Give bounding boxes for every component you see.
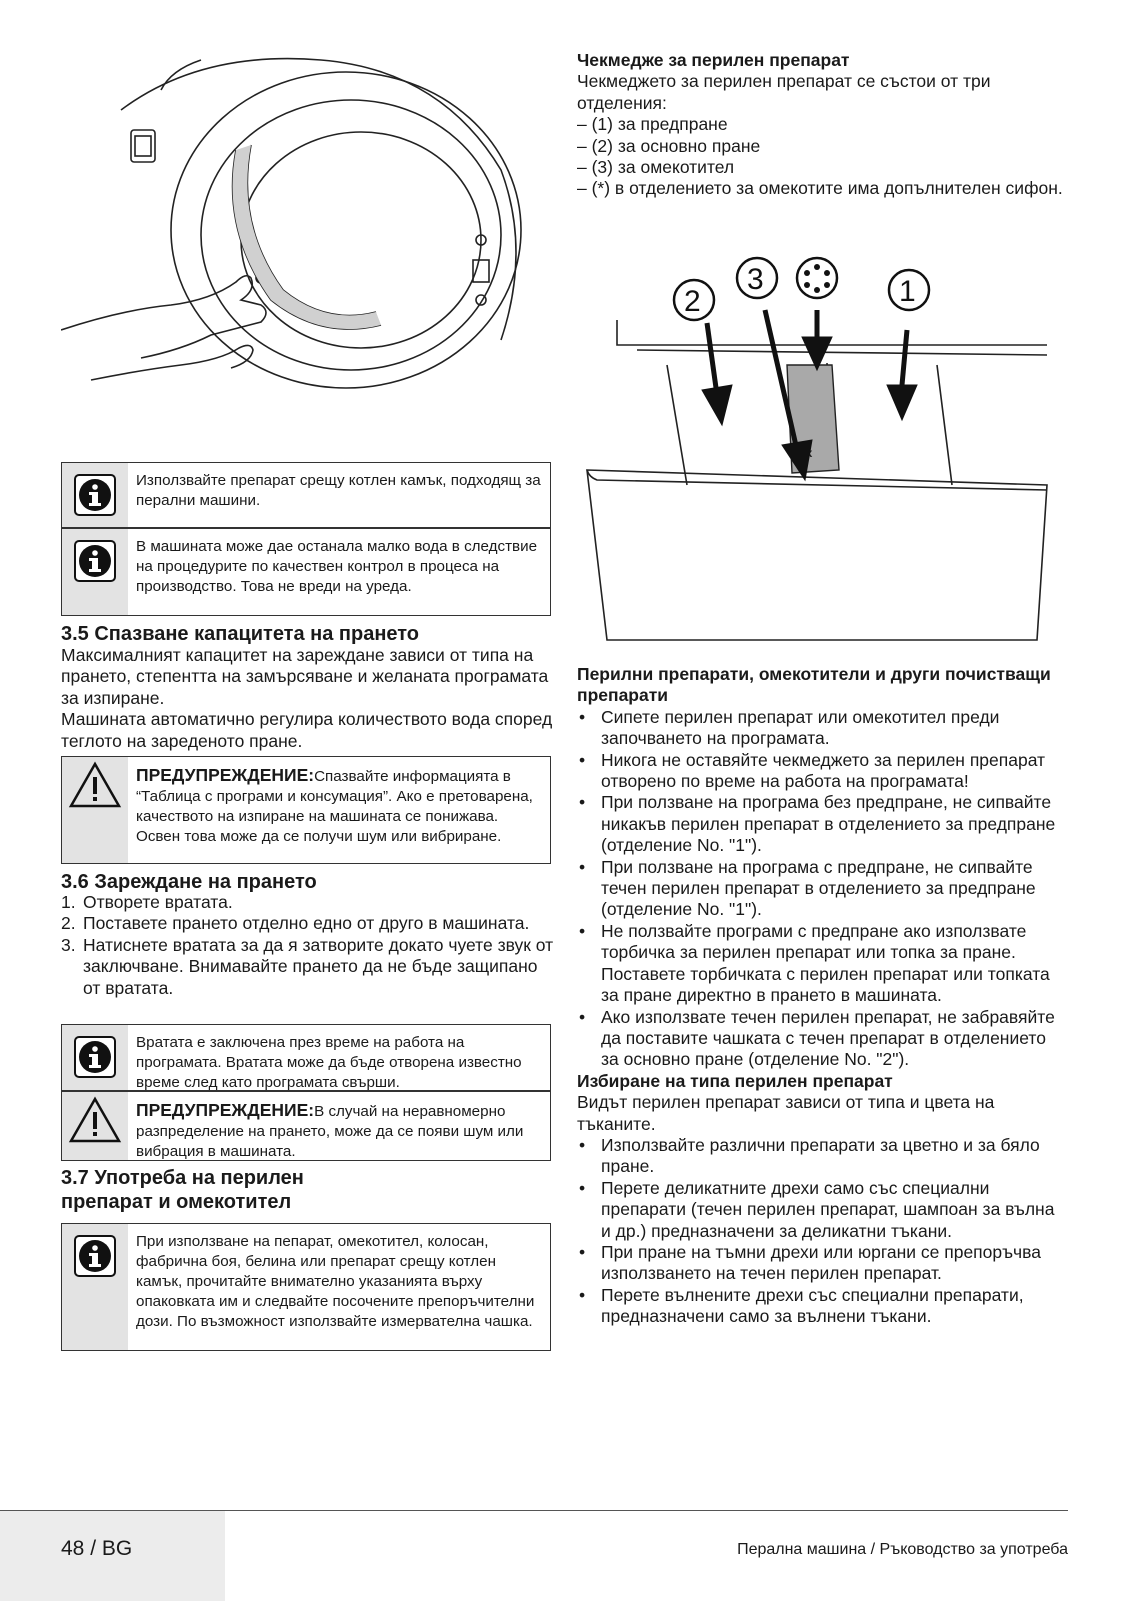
list-item: Никога не оставяйте чекмеджето за периле… bbox=[577, 750, 1067, 793]
info-icon bbox=[74, 1235, 116, 1277]
section-3-6-body: 1.Отворете вратата. 2.Поставете прането … bbox=[61, 892, 556, 999]
footer-page-box bbox=[0, 1511, 225, 1601]
list-item: 1.Отворете вратата. bbox=[61, 892, 233, 912]
note-text: При използване на пепарат, омекотител, к… bbox=[136, 1233, 535, 1330]
list-item: При пране на тъмни дрехи или юргани се п… bbox=[577, 1242, 1067, 1285]
info-icon bbox=[74, 540, 116, 582]
subheading: Перилни препарати, омекотители и други п… bbox=[577, 664, 1051, 706]
info-icon bbox=[74, 474, 116, 516]
note-text: Използвайте препарат срещу котлен камък,… bbox=[136, 472, 541, 509]
info-note-door-lock: Вратата е заключена през време на работа… bbox=[61, 1024, 551, 1091]
list-item: Не ползвайте програми с предпране ако из… bbox=[577, 921, 1067, 1007]
door-illustration bbox=[61, 57, 522, 389]
list-item: – (2) за основно пране bbox=[577, 135, 761, 156]
detergent-drawer-section: Чекмедже за перилен препарат Чекмеджето … bbox=[577, 50, 1077, 200]
info-note-descaler: Използвайте препарат срещу котлен камък,… bbox=[61, 462, 551, 528]
list-item: Сипете перилен препарат или омекотител п… bbox=[577, 707, 1067, 750]
section-3-7-title: 3.7 Употреба на перилен препарат и омеко… bbox=[61, 1167, 304, 1213]
footer-title: Перална машина / Ръководство за употреба bbox=[737, 1541, 1068, 1558]
label-2: 2 bbox=[684, 285, 701, 318]
warning-note-capacity: ПРЕДУПРЕЖДЕНИЕ:Спазвайте информацията в … bbox=[61, 756, 551, 864]
subheading: Избиране на типа перилен препарат bbox=[577, 1070, 893, 1091]
detergents-section: Перилни препарати, омекотители и други п… bbox=[577, 664, 1067, 1328]
label-1: 1 bbox=[899, 275, 916, 308]
info-note-dosage: При използване на пепарат, омекотител, к… bbox=[61, 1223, 551, 1351]
paragraph: Максималният капацитет на зареждане зави… bbox=[61, 645, 549, 708]
list-item: Перете деликатните дрехи само със специа… bbox=[577, 1178, 1067, 1242]
section-3-5-body: Максималният капацитет на зареждане зави… bbox=[61, 645, 556, 752]
list-item: – (*) в отделението за омекотите има доп… bbox=[577, 178, 1063, 199]
note-text: В машината може дае останала малко вода … bbox=[136, 538, 538, 595]
warning-label: ПРЕДУПРЕЖДЕНИЕ: bbox=[136, 1100, 315, 1120]
warning-text: В случай на неравномерно разпределение н… bbox=[136, 1103, 524, 1160]
warning-label: ПРЕДУПРЕЖДЕНИЕ: bbox=[136, 765, 315, 785]
warning-icon bbox=[68, 761, 122, 808]
list-item: Използвайте различни препарати за цветно… bbox=[577, 1135, 1067, 1178]
paragraph: Видът перилен препарат зависи от типа и … bbox=[577, 1092, 995, 1134]
warning-note-imbalance: ПРЕДУПРЕЖДЕНИЕ:В случай на неравномерно … bbox=[61, 1091, 551, 1161]
info-icon bbox=[74, 1036, 116, 1078]
section-3-5-title: 3.5 Спазване капацитета на прането bbox=[61, 623, 420, 645]
info-note-residual-water: В машината може дае останала малко вода … bbox=[61, 528, 551, 616]
paragraph: Машината автоматично регулира количество… bbox=[61, 709, 553, 751]
page-number: 48 / BG bbox=[61, 1537, 133, 1560]
section-3-6-title: 3.6 Зареждане на прането bbox=[61, 871, 317, 893]
list-item: Перете вълнените дрехи със специални пре… bbox=[577, 1285, 1067, 1328]
list-item: При ползване на програма с предпране, не… bbox=[577, 857, 1067, 921]
paragraph: Чекмеджето за перилен препарат се състои… bbox=[577, 71, 991, 113]
label-3: 3 bbox=[747, 263, 764, 296]
list-item: – (1) за предпране bbox=[577, 114, 728, 135]
footer-divider bbox=[0, 1510, 1068, 1511]
list-item: При ползване на програма без предпране, … bbox=[577, 792, 1067, 856]
subheading: Чекмедже за перилен препарат bbox=[577, 50, 850, 70]
warning-text: Спазвайте информацията в “Таблица с прог… bbox=[136, 768, 533, 845]
list-item: – (3) за омекотител bbox=[577, 157, 735, 178]
list-item: Ако използвате течен перилен препарат, н… bbox=[577, 1007, 1067, 1071]
warning-icon bbox=[68, 1096, 122, 1143]
list-item: 3.Натиснете вратата за да я затворите до… bbox=[61, 934, 554, 998]
note-text: Вратата е заключена през време на работа… bbox=[136, 1034, 522, 1091]
list-item: 2.Поставете прането отделно едно от друг… bbox=[61, 913, 530, 934]
detergent-drawer-illustration: ax 2 3 1 bbox=[586, 256, 1048, 641]
siphon-star-icon bbox=[804, 264, 830, 293]
